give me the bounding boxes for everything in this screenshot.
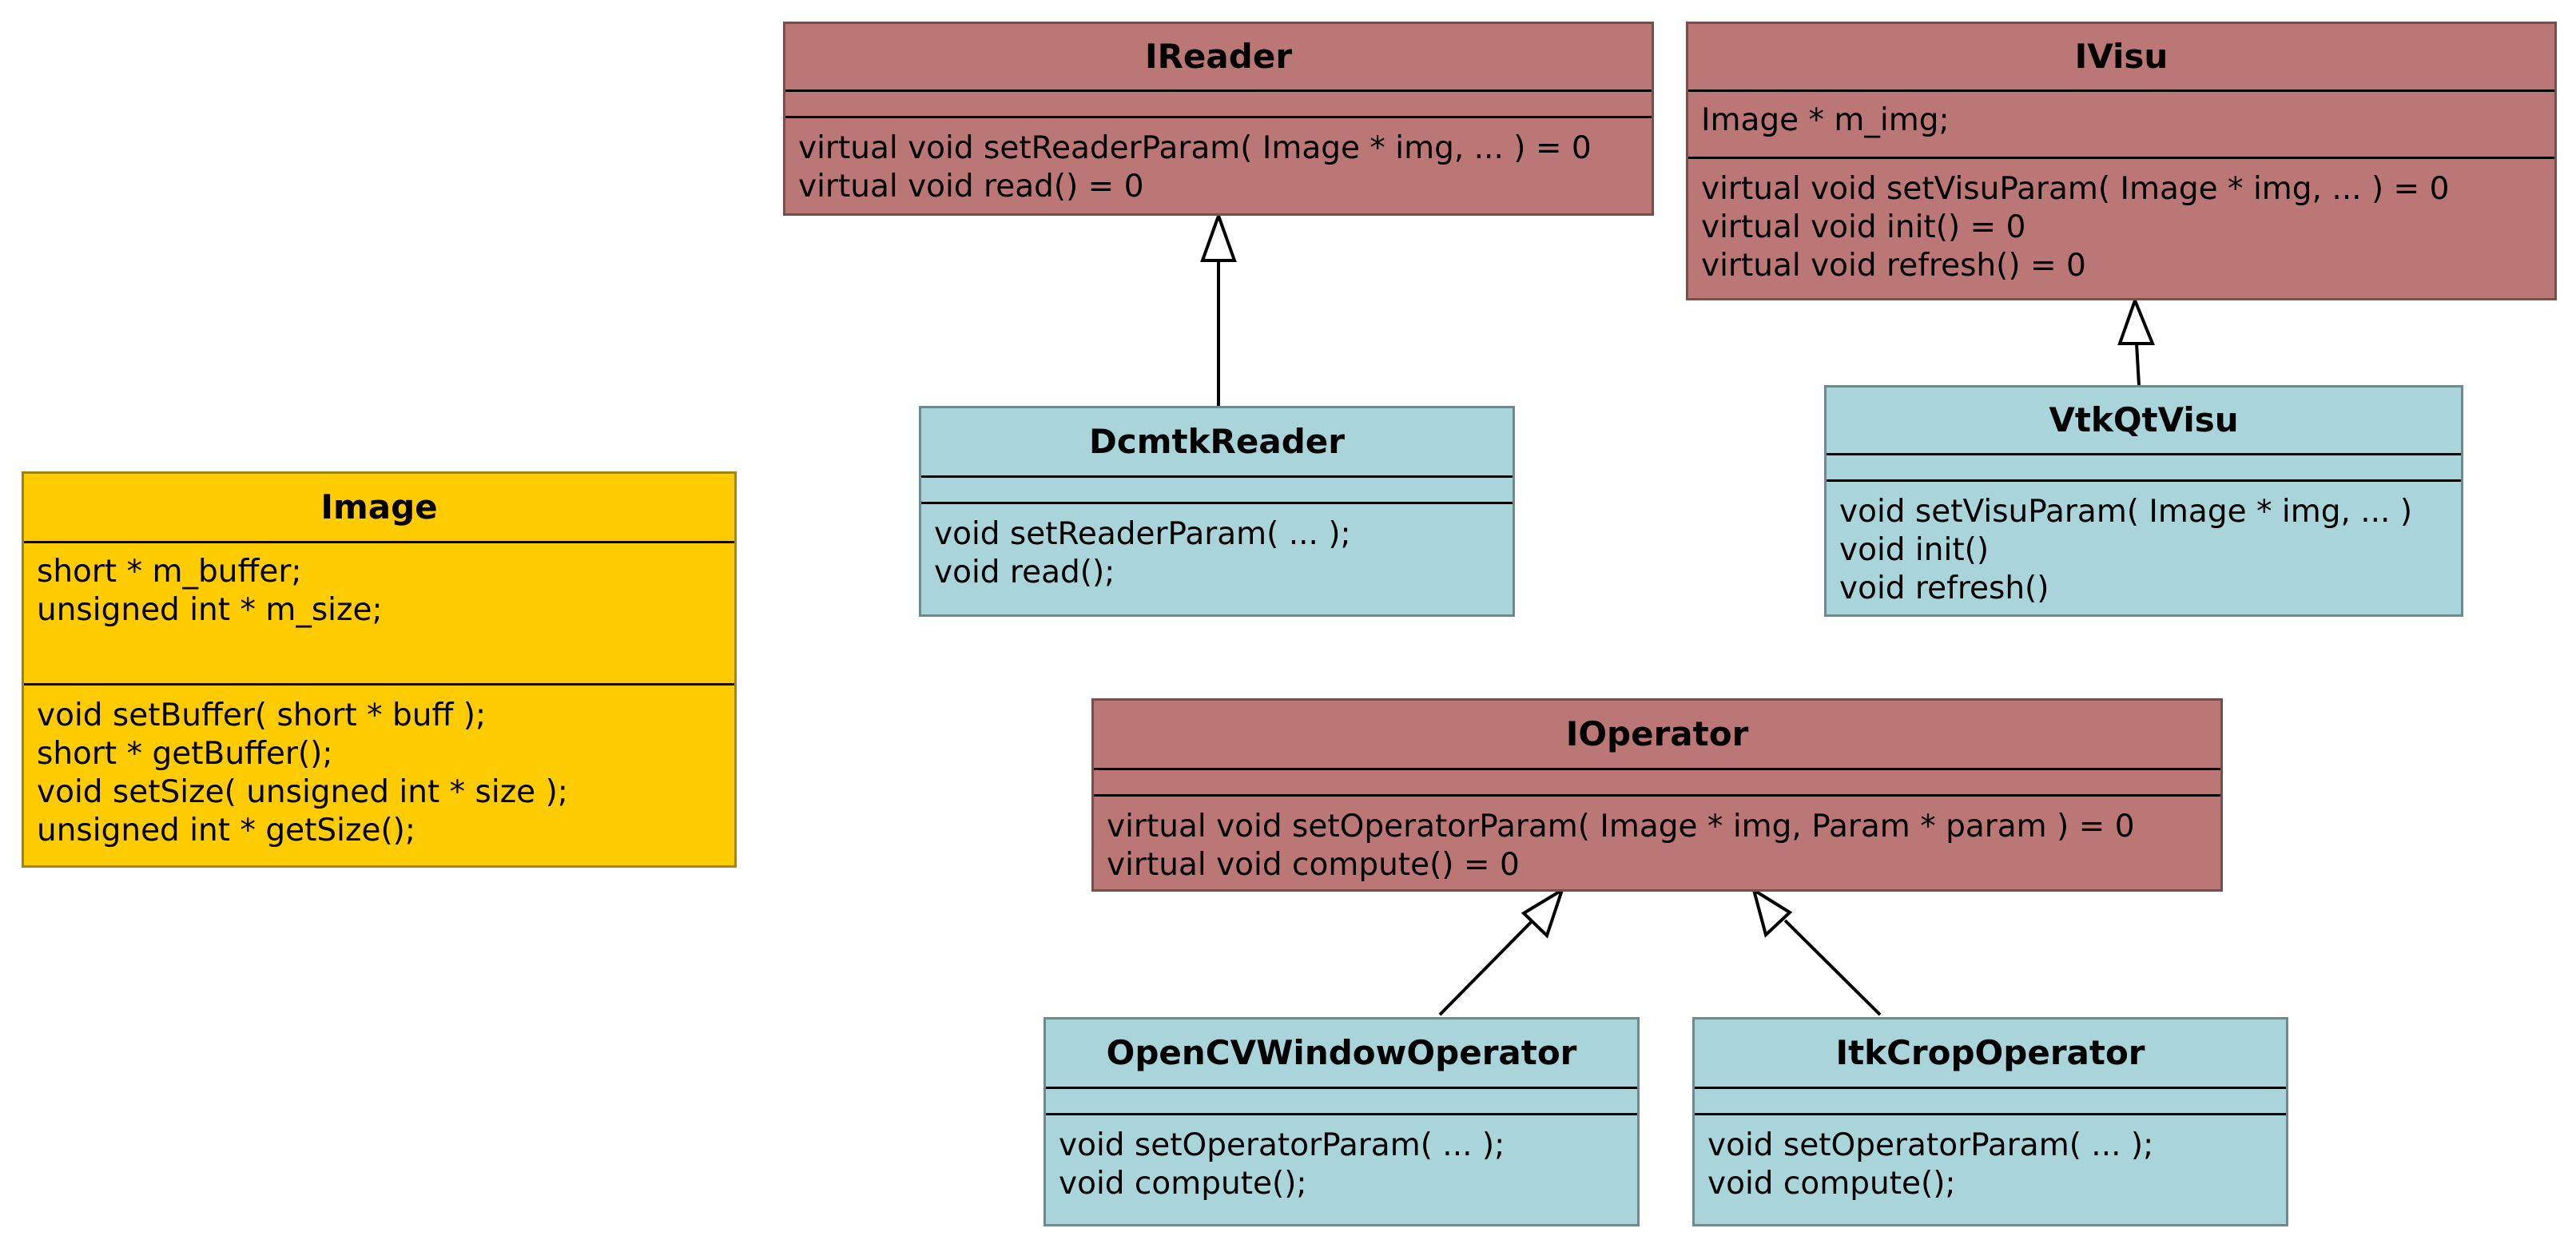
class-vtkqtvisu[interactable]: VtkQtVisu void setVisuParam( Image * img… [1824, 385, 2463, 617]
generalization-opencvwindowoperator-ioperator [1438, 886, 1565, 1016]
operation: void compute(); [1059, 1166, 1307, 1202]
operation: virtual void setOperatorParam( Image * i… [1107, 809, 2135, 845]
class-ioperator[interactable]: IOperator virtual void setOperatorParam(… [1091, 698, 2223, 892]
operations-compartment: virtual void setOperatorParam( Image * i… [1094, 794, 2220, 888]
operation: unsigned int * getSize(); [37, 813, 416, 849]
operation: void compute(); [1707, 1166, 1956, 1202]
class-name: Image [320, 487, 438, 527]
operation: void refresh() [1839, 570, 2049, 606]
operation: void setReaderParam( ... ); [934, 516, 1351, 552]
class-dcmtkreader[interactable]: DcmtkReader void setReaderParam( ... ); … [919, 406, 1515, 617]
class-name: OpenCVWindowOperator [1106, 1033, 1577, 1072]
class-ireader[interactable]: IReader virtual void setReaderParam( Ima… [783, 22, 1654, 216]
operations-compartment: void setOperatorParam( ... ); void compu… [1695, 1113, 2286, 1206]
operations-compartment: void setReaderParam( ... ); void read(); [921, 502, 1513, 595]
operation: void setSize( unsigned int * size ); [37, 774, 568, 810]
operations-compartment: virtual void setVisuParam( Image * img, … [1688, 157, 2554, 288]
generalization-dcmtkreader-ireader [1200, 211, 1237, 406]
generalization-itkcropoperator-ioperator [1751, 886, 1882, 1016]
operation: void setBuffer( short * buff ); [37, 698, 487, 733]
attributes-compartment [1094, 768, 2220, 794]
attribute: unsigned int * m_size; [37, 592, 383, 628]
operations-compartment: void setBuffer( short * buff ); short * … [24, 683, 734, 853]
attributes-compartment [921, 475, 1513, 502]
class-name: VtkQtVisu [2049, 400, 2239, 439]
operation: virtual void setVisuParam( Image * img, … [1701, 171, 2450, 207]
operation: short * getBuffer(); [37, 736, 333, 772]
operation: virtual void setReaderParam( Image * img… [798, 130, 1592, 166]
attributes-compartment [1695, 1087, 2286, 1113]
operation: void setOperatorParam( ... ); [1707, 1127, 2154, 1163]
operation: virtual void read() = 0 [798, 169, 1144, 205]
attributes-compartment [1827, 453, 2461, 479]
attributes-compartment [1046, 1087, 1637, 1113]
class-name: IOperator [1565, 714, 1749, 753]
generalization-vtkqtvisu-ivisu [2117, 296, 2155, 386]
class-name: IVisu [2074, 37, 2169, 76]
class-image[interactable]: Image short * m_buffer; unsigned int * m… [22, 471, 737, 868]
operation: void setVisuParam( Image * img, ... ) [1839, 494, 2413, 530]
operations-compartment: void setOperatorParam( ... ); void compu… [1046, 1113, 1637, 1206]
operation: virtual void refresh() = 0 [1701, 248, 2086, 284]
class-itkcropoperator[interactable]: ItkCropOperator void setOperatorParam( .… [1692, 1017, 2288, 1226]
operation: virtual void compute() = 0 [1107, 847, 1520, 883]
attribute: short * m_buffer; [37, 554, 302, 590]
operation: void setOperatorParam( ... ); [1059, 1127, 1505, 1163]
class-opencvwindowoperator[interactable]: OpenCVWindowOperator void setOperatorPar… [1044, 1017, 1640, 1226]
operations-compartment: virtual void setReaderParam( Image * img… [785, 116, 1652, 209]
class-ivisu[interactable]: IVisu Image * m_img; virtual void setVis… [1686, 22, 2557, 300]
attributes-compartment: short * m_buffer; unsigned int * m_size; [24, 541, 734, 683]
operation: virtual void init() = 0 [1701, 209, 2026, 245]
class-name: ItkCropOperator [1835, 1033, 2145, 1072]
operation: void read(); [934, 554, 1115, 590]
operations-compartment: void setVisuParam( Image * img, ... ) vo… [1827, 479, 2461, 611]
operation: void init() [1839, 532, 1990, 568]
attributes-compartment [785, 89, 1652, 116]
class-name: IReader [1144, 37, 1293, 76]
class-name: DcmtkReader [1089, 422, 1345, 461]
attribute: Image * m_img; [1701, 102, 1950, 138]
attributes-compartment: Image * m_img; [1688, 89, 2554, 157]
